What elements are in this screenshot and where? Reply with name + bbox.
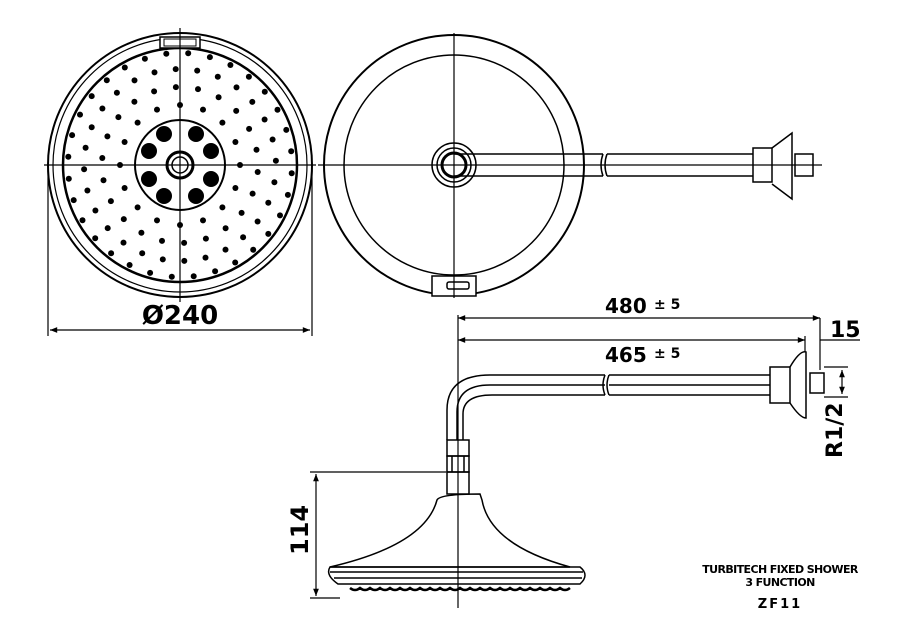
overall-tolerance-label: ± 5 [654,297,680,313]
spray-nozzles-small [65,50,295,280]
thread-length-label: 15 [830,318,861,343]
front-face-view [44,28,316,302]
model-code: ZF11 [757,597,803,612]
side-view [327,315,825,608]
head-height-label: 114 [286,505,314,555]
diameter-label: Ø240 [142,301,218,331]
side-dimensions [310,315,860,599]
product-name: TURBITECH FIXED SHOWER [702,563,858,576]
arm-tolerance-label: ± 5 [654,346,680,362]
top-view [318,33,822,298]
thread-size-label: R1/2 [823,402,848,458]
arm-length-label: 465 [605,343,647,367]
diameter-dimension [47,165,313,336]
overall-length-label: 480 [605,294,647,318]
product-function: 3 FUNCTION [745,576,815,589]
spray-nozzles-large [141,126,219,204]
